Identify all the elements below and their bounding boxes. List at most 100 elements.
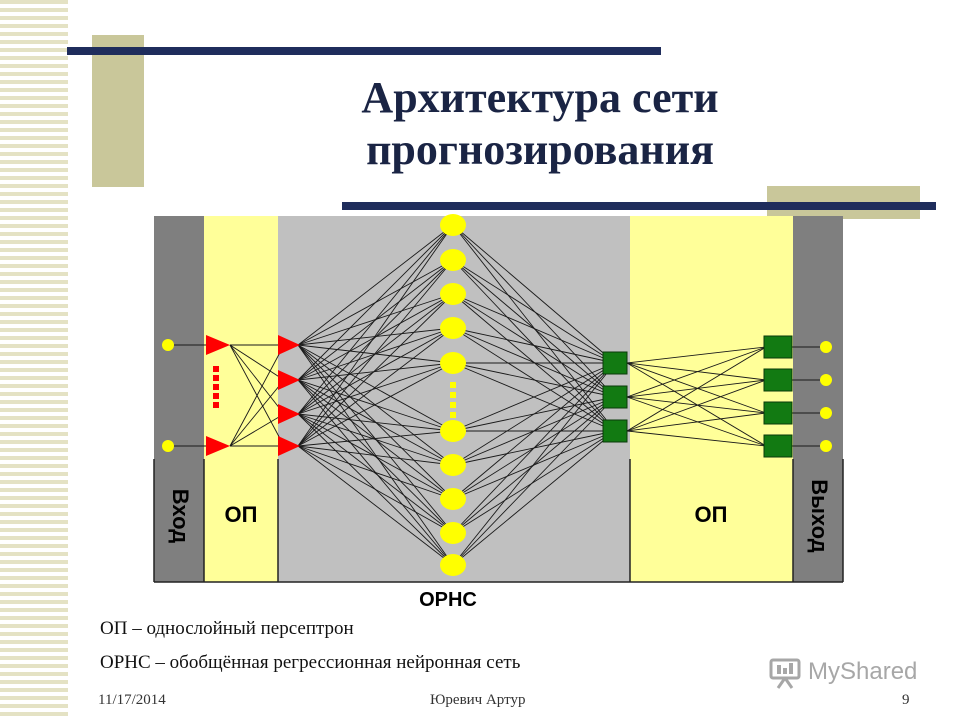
orns-output-neuron <box>602 385 628 409</box>
orns-neuron <box>440 488 466 510</box>
op-right-connection <box>626 396 767 447</box>
footer-page-number: 9 <box>902 692 910 708</box>
op-left-connection <box>229 344 285 381</box>
input-band <box>154 216 204 582</box>
output-label: Выход <box>807 479 832 553</box>
op-right-connection <box>626 396 767 414</box>
decor-navy-line-top <box>67 47 661 55</box>
ellipsis-dot <box>213 366 219 372</box>
orns-input-connection <box>297 327 454 415</box>
op-output-neuron <box>278 335 300 355</box>
orns-neuron <box>440 454 466 476</box>
op-output-neuron <box>278 436 300 456</box>
left-op-neuron <box>206 436 230 456</box>
orns-output-connection <box>452 362 616 566</box>
input-node <box>162 339 174 351</box>
orns-neuron <box>440 420 466 442</box>
orns-input-connection <box>297 224 454 447</box>
orns-input-connection <box>297 445 454 466</box>
op-right-connection <box>626 346 767 432</box>
orns-neuron <box>440 522 466 544</box>
orns-input-connection <box>297 259 454 447</box>
orns-output-connection <box>452 362 616 534</box>
orns-output-connection <box>452 430 616 566</box>
orns-neuron <box>440 352 466 374</box>
right-op-neuron <box>763 401 793 425</box>
decor-navy-line-bottom <box>342 202 936 210</box>
legend-orns: ОРНС – обобщённая регрессионная нейронна… <box>100 652 521 673</box>
orns-input-connection <box>297 344 454 566</box>
ellipsis-dot <box>450 382 456 388</box>
orns-input-connection <box>297 413 454 432</box>
network-nodes <box>162 214 832 576</box>
orns-output-connection <box>452 396 616 534</box>
network-connections <box>168 224 826 566</box>
decor-olive-block <box>92 35 144 187</box>
orns-output-neuron <box>602 419 628 443</box>
orns-input-connection <box>297 224 454 381</box>
orns-neuron <box>440 214 466 236</box>
op-output-neuron <box>278 404 300 424</box>
orns-neuron <box>440 249 466 271</box>
orns-input-connection <box>297 445 454 566</box>
watermark: MyShared <box>768 656 928 690</box>
op-left-connection <box>229 344 285 415</box>
watermark-text: MyShared <box>808 658 918 685</box>
orns-input-connection <box>297 445 454 500</box>
decorative-stripes <box>0 0 68 720</box>
ellipsis-dot <box>213 393 219 399</box>
left-op-neuron <box>206 335 230 355</box>
right-op-band <box>630 216 793 582</box>
orns-input-connection <box>297 413 454 500</box>
op-right-connection <box>626 430 767 447</box>
op-left-connection <box>229 344 285 447</box>
orns-neuron <box>440 554 466 576</box>
output-band <box>793 216 843 582</box>
orns-input-connection <box>297 445 454 534</box>
op-right-connection <box>626 412 767 432</box>
ellipsis-dot <box>450 402 456 408</box>
op-right-connection <box>626 362 767 414</box>
left-op-label: ОП <box>225 502 258 527</box>
ellipsis-dot <box>213 375 219 381</box>
orns-output-neuron <box>602 351 628 375</box>
orns-input-connection <box>297 327 454 447</box>
output-node <box>820 440 832 452</box>
presentation-icon <box>769 658 801 689</box>
orns-output-connection <box>452 224 616 364</box>
band-dividers <box>153 459 844 583</box>
ellipsis-dot <box>213 384 219 390</box>
ellipsis-dot <box>450 412 456 418</box>
orns-input-connection <box>297 430 454 447</box>
orns-input-connection <box>297 224 454 415</box>
right-op-neuron <box>763 434 793 458</box>
orns-input-connection <box>297 224 454 346</box>
title-line-2: прогнозирования <box>366 125 714 174</box>
ellipsis-dot <box>450 392 456 398</box>
input-node <box>162 440 174 452</box>
orns-input-connection <box>297 413 454 534</box>
orns-input-connection <box>297 293 454 447</box>
orns-output-connection <box>452 259 616 364</box>
footer-author: Юревич Артур <box>430 692 526 708</box>
orns-neuron <box>440 317 466 339</box>
slide-title: Архитектура сети прогнозирования <box>240 72 840 176</box>
op-left-connection <box>229 413 285 447</box>
op-right-connection <box>626 346 767 398</box>
input-label: Вход <box>168 489 193 543</box>
orns-neuron <box>440 283 466 305</box>
orns-output-connection <box>452 327 616 364</box>
op-right-connection <box>626 346 767 364</box>
center-label: ОРНС <box>419 589 477 610</box>
ellipsis-dot <box>213 402 219 408</box>
op-left-connection <box>229 379 285 447</box>
orns-output-connection <box>452 362 616 432</box>
title-line-1: Архитектура сети <box>361 73 719 122</box>
right-op-neuron <box>763 368 793 392</box>
orns-input-connection <box>297 362 454 447</box>
orns-output-connection <box>452 430 616 534</box>
orns-input-connection <box>297 293 454 415</box>
orns-input-connection <box>297 344 454 432</box>
op-output-neuron <box>278 370 300 390</box>
orns-input-connection <box>297 259 454 415</box>
